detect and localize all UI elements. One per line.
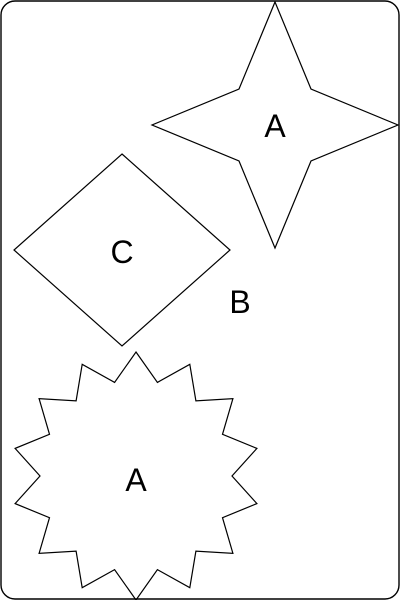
free-label-b: B xyxy=(229,284,250,320)
diamond-label: C xyxy=(110,234,133,270)
four-point-star-label: A xyxy=(264,108,286,144)
four-point-star-shape xyxy=(150,0,400,250)
fourteen-point-star-label: A xyxy=(125,462,147,498)
fourteen-point-star-shape xyxy=(14,350,258,600)
diamond-shape xyxy=(13,153,231,347)
